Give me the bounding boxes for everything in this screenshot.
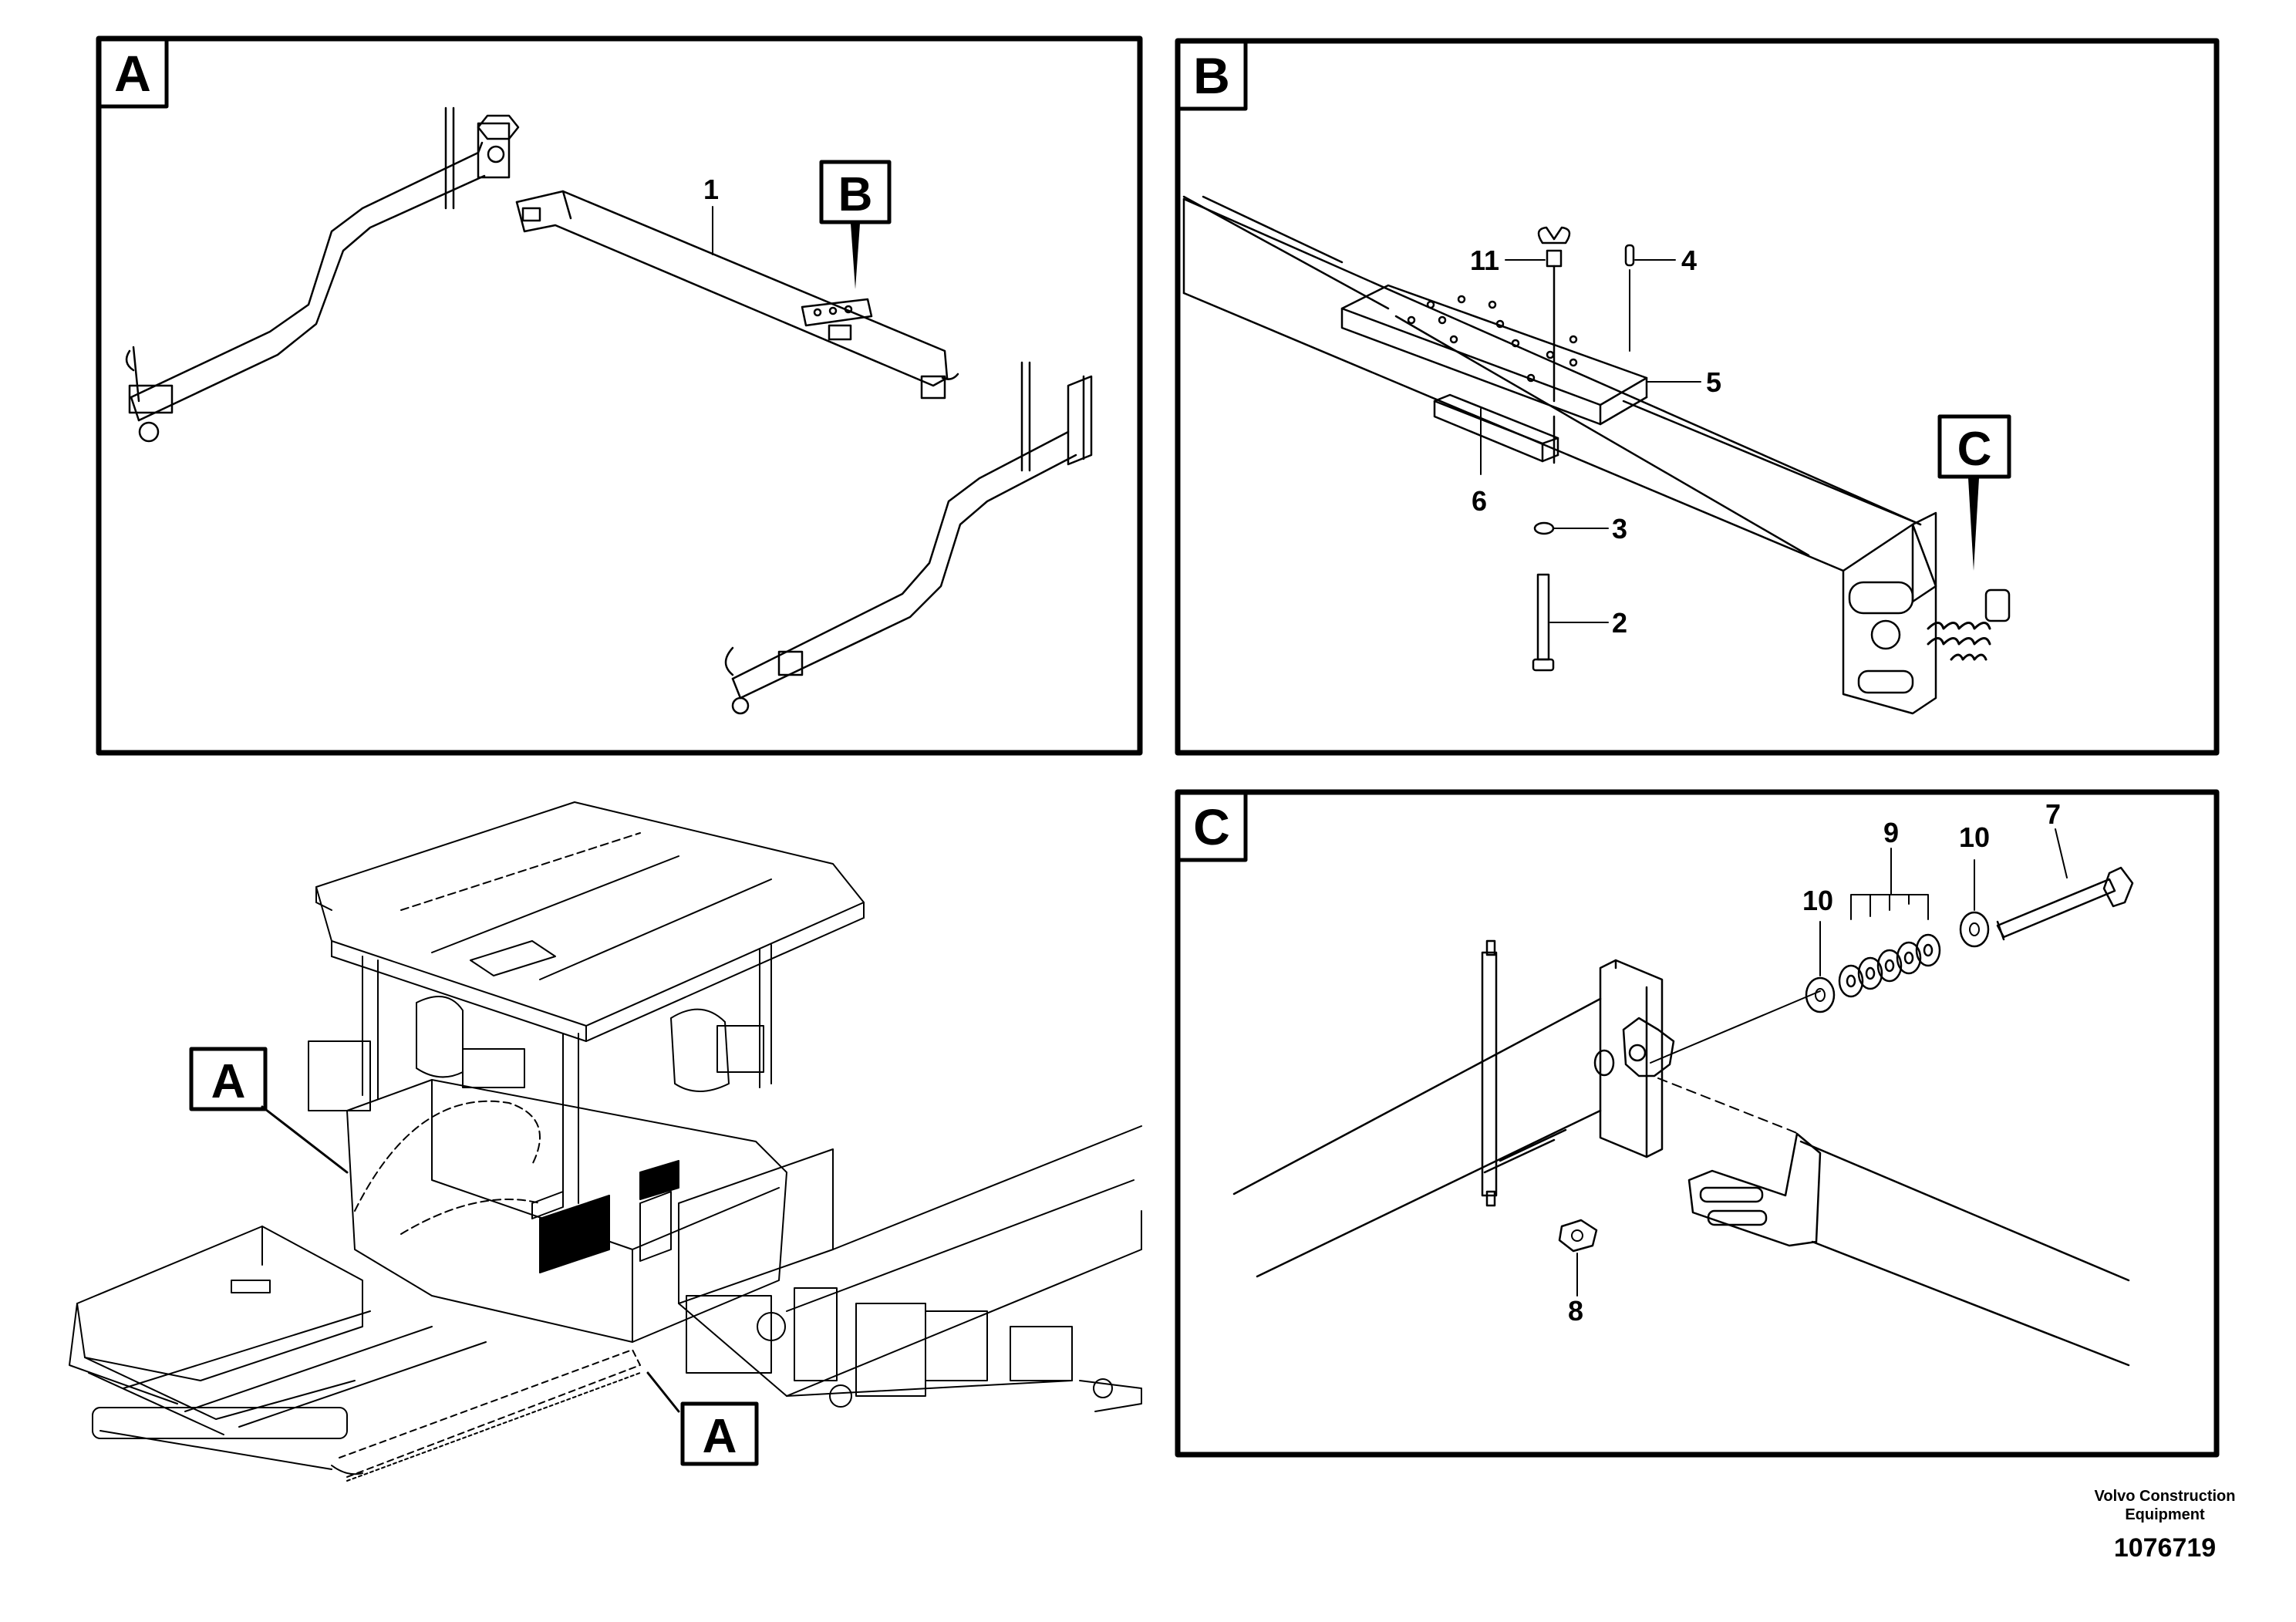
panel-a-letter: A (114, 45, 151, 102)
callout-c-label: C (1957, 423, 1992, 476)
part-label-7: 7 (2045, 798, 2061, 830)
bracket-arm-c (1232, 939, 1675, 1278)
part-label-2: 2 (1612, 607, 1627, 639)
callout-a-upper-box (189, 1047, 268, 1111)
left-bracket-arm (125, 106, 520, 443)
panel-a-frame (96, 35, 1143, 756)
callout-b-label: B (838, 168, 873, 221)
washer-3 (1533, 521, 1555, 535)
washer-10-outer (1959, 911, 1990, 948)
panel-a (96, 35, 1143, 756)
right-bracket-arm (724, 361, 1093, 715)
wing-nut-11 (1537, 226, 1571, 464)
plate-5 (1340, 284, 1648, 426)
pin-4 (1624, 244, 1635, 267)
callout-c-box (1937, 414, 2011, 479)
panel-b (1175, 38, 2220, 756)
part-label-10-inner: 10 (1802, 885, 1833, 916)
callout-b (819, 160, 892, 289)
part-label-11: 11 (1470, 244, 1499, 276)
panel-b-letter-box (1175, 39, 1248, 111)
canopy-roof (315, 801, 865, 1027)
callout-c-pointer (1968, 478, 1979, 571)
callout-a-lower (646, 1371, 759, 1466)
insertion-line (1650, 990, 1821, 1064)
washers-9 (1838, 933, 1941, 998)
callout-b-box (819, 160, 892, 224)
panel-c-letter-box (1175, 790, 1248, 862)
track (92, 1349, 641, 1482)
panel-c-frame (1175, 789, 2220, 1458)
part-label-5: 5 (1706, 366, 1721, 398)
part-label-6: 6 (1472, 485, 1487, 517)
part-label-10-outer: 10 (1959, 821, 1990, 853)
washer-10-inner (1805, 976, 1836, 1013)
clamp-6 (1433, 393, 1559, 463)
callout-b-pointer (851, 224, 860, 289)
panel-b-letter: B (1193, 47, 1230, 104)
tractor-body (346, 1079, 787, 1343)
paver-overview (69, 801, 1142, 1482)
screed (678, 1125, 1142, 1412)
beam-b (1182, 195, 2011, 715)
callout-a-upper-label: A (211, 1055, 246, 1108)
document-number: 1076719 (2113, 1533, 2217, 1563)
mating-beam (1687, 1132, 2130, 1367)
alignment-dashes (1657, 1077, 1799, 1135)
part-label-1: 1 (703, 174, 719, 205)
brand-name: Volvo Construction Equipment (2094, 1488, 2236, 1523)
part-label-8: 8 (1568, 1295, 1583, 1327)
part-label-4: 4 (1681, 244, 1697, 276)
callout-a-lower-box (680, 1401, 759, 1466)
panel-a-letter-box (96, 36, 169, 109)
callout-a-upper (189, 1047, 349, 1174)
panel-b-frame (1175, 38, 2220, 756)
cross-beam (515, 190, 959, 400)
panel-c-letter: C (1193, 798, 1230, 855)
bolt-2 (1532, 573, 1555, 672)
bolt-7 (1996, 866, 2134, 941)
panel-c (1175, 789, 2220, 1458)
leader-7 (2055, 828, 2068, 878)
callout-a-lower-label: A (703, 1410, 737, 1463)
part-label-3: 3 (1612, 513, 1627, 545)
nut-8 (1558, 1219, 1598, 1253)
callout-c (1937, 414, 2011, 571)
part-label-9: 9 (1883, 817, 1899, 848)
